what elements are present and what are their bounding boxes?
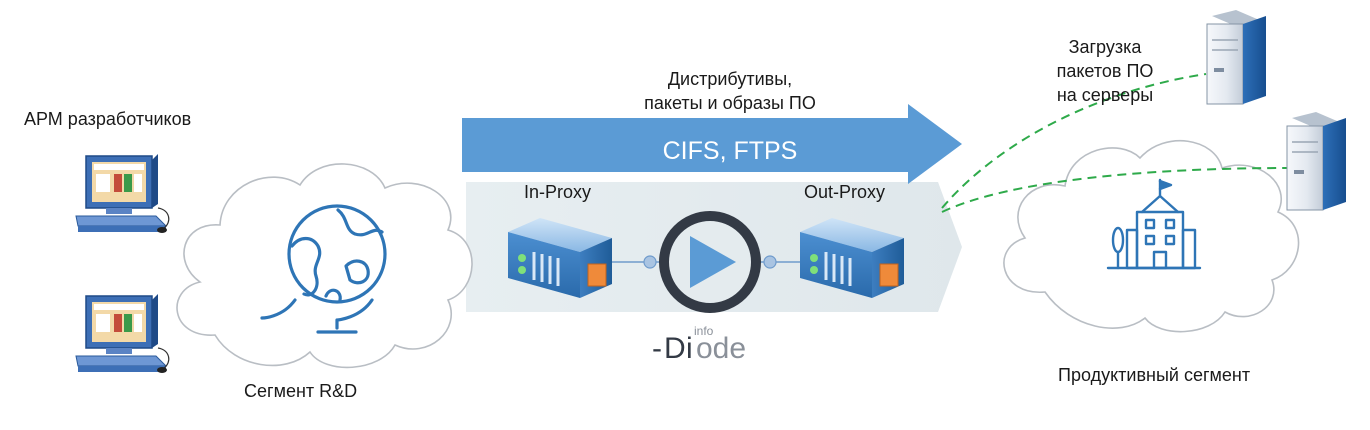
arm-label: АРМ разработчиков — [24, 109, 192, 129]
globe-icon — [260, 204, 387, 334]
in-proxy-server — [508, 218, 612, 298]
connector-node-right — [763, 255, 777, 269]
connector-node-left — [643, 255, 657, 269]
rnd-cloud — [176, 163, 473, 369]
out-proxy-label: Out-Proxy — [804, 182, 886, 202]
workstation-1 — [75, 154, 170, 233]
upload-link-top — [941, 73, 1207, 209]
prod-segment-label: Продуктивный сегмент — [1058, 365, 1251, 385]
upload-label-line1: Загрузка — [1068, 37, 1142, 57]
play-icon — [659, 211, 761, 313]
server-tower-1 — [1206, 10, 1266, 105]
diode-logo: - D i ode info — [652, 324, 746, 365]
distributives-label-line2: пакеты и образы ПО — [644, 93, 816, 113]
logo-i: i — [686, 332, 693, 365]
logo-ode: ode — [696, 332, 746, 365]
logo-superscript: info — [694, 324, 714, 338]
logo-prefix: - — [652, 332, 662, 365]
server-tower-2 — [1286, 112, 1346, 211]
distributives-label-line1: Дистрибутивы, — [667, 69, 793, 89]
transfer-arrow — [462, 104, 962, 184]
out-proxy-server — [800, 218, 904, 298]
building-icon — [1106, 178, 1202, 270]
workstation-2 — [75, 294, 170, 373]
upload-label-line2: пакетов ПО — [1056, 61, 1154, 81]
upload-label-line3: на серверы — [1056, 85, 1154, 105]
in-proxy-label: In-Proxy — [524, 182, 592, 202]
upload-link-bottom — [941, 167, 1289, 213]
protocol-label: CIFS, FTPS — [662, 137, 798, 165]
rnd-segment-label: Сегмент R&D — [244, 381, 358, 401]
logo-d: D — [664, 332, 686, 365]
